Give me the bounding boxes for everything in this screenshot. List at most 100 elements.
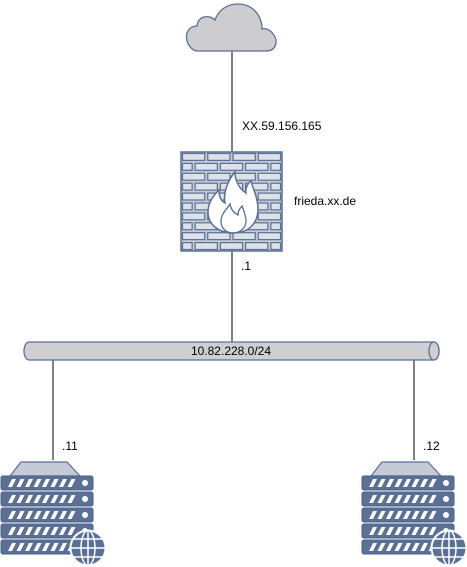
vent-slot <box>386 479 394 487</box>
vent-slot <box>67 511 76 519</box>
vent-slot <box>42 511 50 519</box>
status-led <box>443 496 449 502</box>
brick <box>181 162 193 171</box>
vent-slot <box>369 511 377 519</box>
vent-slot <box>403 479 411 487</box>
status-led <box>82 512 88 518</box>
vent-slot <box>25 511 33 519</box>
brick <box>257 152 282 162</box>
vent-slot <box>403 495 411 503</box>
vent-slot <box>394 527 403 535</box>
network-subnet-label: 10.82.228.0/24 <box>191 344 271 358</box>
vent-slot <box>67 495 76 503</box>
vent-slot <box>377 543 386 551</box>
vent-slot <box>42 543 50 551</box>
server-2-address-label: .12 <box>423 439 440 453</box>
brick <box>219 242 244 251</box>
vent-slot <box>428 479 437 487</box>
firewall-lan-address-label: .1 <box>241 259 251 273</box>
status-led <box>443 512 449 518</box>
brick <box>257 192 282 201</box>
vent-slot <box>59 495 67 503</box>
vent-slot <box>59 527 67 535</box>
vent-slot <box>59 543 67 551</box>
brick <box>270 222 282 231</box>
vent-slot <box>386 511 394 519</box>
vent-slot <box>403 527 411 535</box>
brick <box>257 232 282 241</box>
status-led <box>443 480 449 486</box>
vent-slot <box>16 543 25 551</box>
brick <box>194 162 218 171</box>
status-led <box>82 480 88 486</box>
vent-slot <box>25 479 33 487</box>
vent-slot <box>8 543 16 551</box>
vent-slot <box>25 543 33 551</box>
vent-slot <box>428 495 437 503</box>
vent-slot <box>403 511 411 519</box>
brick <box>232 232 256 241</box>
brick <box>245 182 269 191</box>
vent-slot <box>420 511 428 519</box>
vent-slot <box>394 479 403 487</box>
vent-slot <box>428 511 437 519</box>
public-ip-label: XX.59.156.165 <box>242 119 322 133</box>
brick <box>257 212 282 221</box>
vent-slot <box>411 495 420 503</box>
vent-slot <box>33 495 42 503</box>
firewall-hostname-label: frieda.xx.de <box>294 194 356 208</box>
vent-slot <box>386 527 394 535</box>
brick <box>207 172 231 181</box>
vent-slot <box>50 527 59 535</box>
brick <box>270 162 282 171</box>
status-led <box>82 496 88 502</box>
vent-slot <box>59 479 67 487</box>
brick <box>181 222 193 231</box>
vent-slot <box>369 543 377 551</box>
vent-slot <box>16 479 25 487</box>
brick <box>194 242 218 251</box>
vent-slot <box>369 527 377 535</box>
vent-slot <box>33 527 42 535</box>
vent-slot <box>386 543 394 551</box>
globe-icon <box>430 529 467 567</box>
vent-slot <box>16 527 25 535</box>
vent-slot <box>411 479 420 487</box>
vent-slot <box>420 479 428 487</box>
vent-slot <box>8 495 16 503</box>
vent-slot <box>428 527 437 535</box>
brick <box>181 182 193 191</box>
network-bus <box>23 341 440 361</box>
vent-slot <box>369 495 377 503</box>
vent-slot <box>420 543 428 551</box>
vent-slot <box>50 479 59 487</box>
firewall-icon <box>180 151 283 252</box>
vent-slot <box>50 543 59 551</box>
vent-slot <box>8 479 16 487</box>
brick <box>181 152 206 162</box>
vent-slot <box>411 543 420 551</box>
brick <box>245 162 269 171</box>
brick <box>181 232 206 241</box>
vent-slot <box>377 511 386 519</box>
vent-slot <box>50 511 59 519</box>
globe-icon <box>69 529 107 567</box>
vent-slot <box>42 495 50 503</box>
vent-slot <box>420 527 428 535</box>
vent-slot <box>411 527 420 535</box>
brick <box>257 172 282 181</box>
brick <box>194 182 218 191</box>
brick <box>270 182 282 191</box>
brick <box>207 152 231 162</box>
web-server-icon <box>361 461 467 567</box>
vent-slot <box>16 495 25 503</box>
vent-slot <box>377 495 386 503</box>
vent-slot <box>16 511 25 519</box>
brick <box>181 192 206 201</box>
vent-slot <box>394 511 403 519</box>
vent-slot <box>33 479 42 487</box>
vent-slot <box>377 479 386 487</box>
vent-slot <box>8 511 16 519</box>
brick <box>207 232 231 241</box>
